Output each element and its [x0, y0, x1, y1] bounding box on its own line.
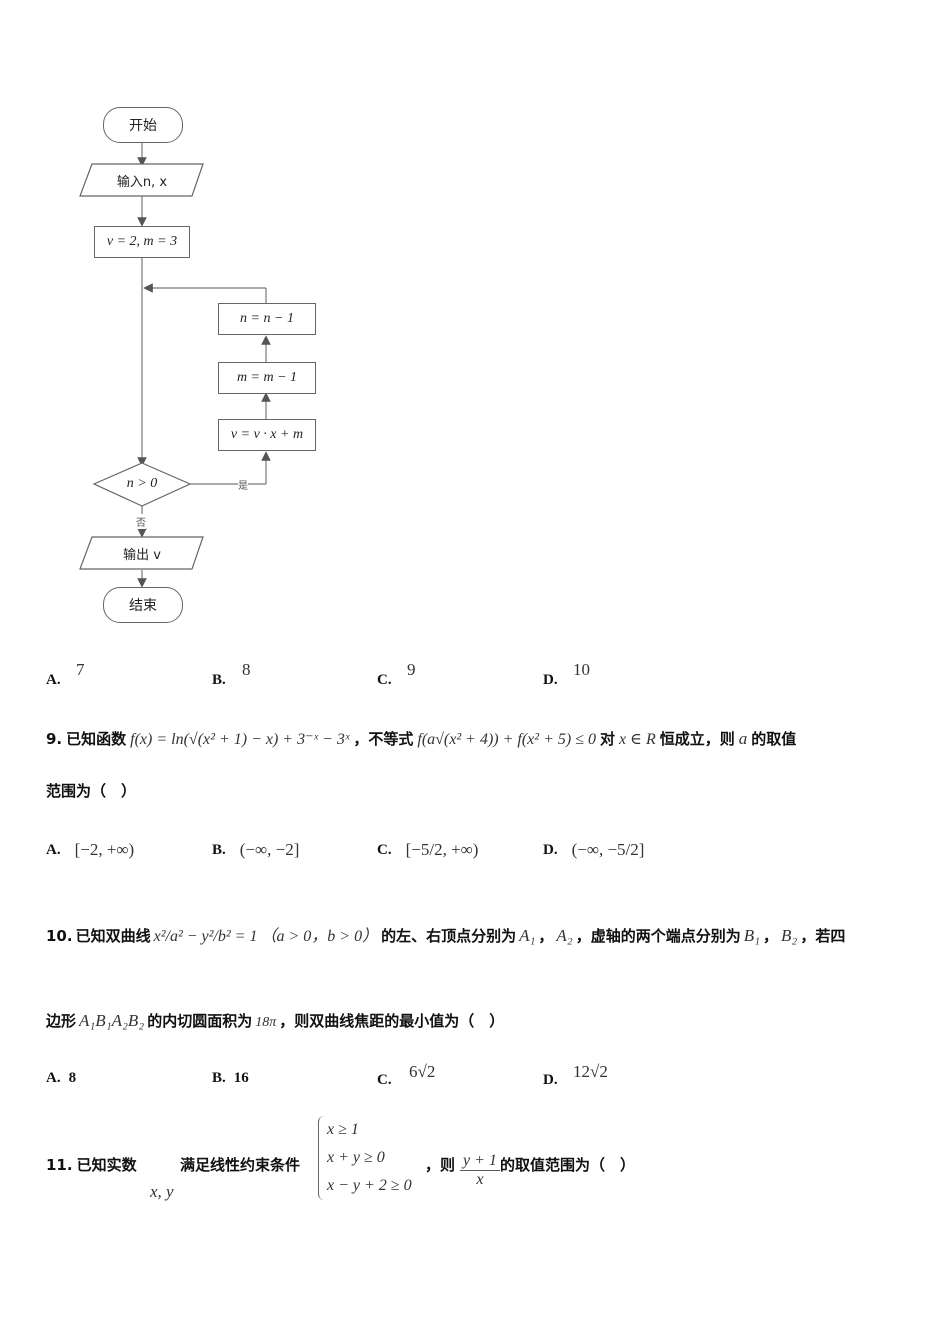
q10-equation: x²/a² − y²/b² = 1 [153, 928, 258, 945]
q11-frac-den: x [476, 1171, 484, 1188]
yes-label: 是 [238, 477, 248, 492]
q10-text6: 的内切圆面积为 [147, 1012, 253, 1030]
q11-text3: ，则 [425, 1156, 456, 1174]
start-terminal: 开始 [103, 107, 183, 143]
q9-text3: 对 [599, 730, 615, 748]
q9-text4: 恒成立，则 [659, 730, 735, 748]
q9-function: f(x) = ln(√(x² + 1) − x) + 3⁻ˣ − 3ˣ [130, 731, 350, 748]
q10-number: 10. [46, 927, 73, 945]
q10-a1: A₁ [519, 926, 536, 945]
q11-vars: x, y [150, 1182, 174, 1201]
q10-text1: 已知双曲线 [75, 927, 151, 945]
constraint-2: x + y ≥ 0 [327, 1149, 385, 1166]
end-terminal: 结束 [103, 587, 183, 623]
q9-number: 9. [46, 730, 63, 748]
q9-text1: 已知函数 [66, 730, 127, 748]
output-box: 输出 v [92, 541, 192, 565]
q11-number: 11. [46, 1156, 73, 1174]
q10-text4: ，若四 [800, 927, 846, 945]
q9-option-c: C. [−5/2, +∞) [377, 840, 479, 859]
q11-text1: 已知实数 [76, 1156, 137, 1174]
q10-text3: ，虚轴的两个端点分别为 [575, 927, 741, 945]
q10-b1: B₁ [743, 926, 761, 945]
q11-text2: 满足线性约束条件 [180, 1156, 301, 1174]
start-label: 开始 [129, 118, 157, 134]
q9-option-b: B. (−∞, −2] [212, 840, 300, 859]
q9-option-d: D. (−∞, −5/2] [543, 840, 645, 859]
q10-text7: ，则双曲线焦距的最小值为（ ） [279, 1012, 505, 1030]
q9-var: a [738, 729, 748, 748]
flowchart-lines [79, 141, 271, 588]
condition-diamond: n > 0 [108, 474, 176, 494]
q10-area: 18π [255, 1015, 277, 1030]
q9-inequality: f(a√(x² + 4)) + f(x² + 5) ≤ 0 [417, 731, 596, 748]
q9-domain: x ∈ R [619, 731, 656, 748]
q11-frac-num: y + 1 [460, 1152, 500, 1171]
q10-option-b: B. 16 [212, 1070, 249, 1086]
step-v-label: v = v · x + m [230, 427, 304, 442]
init-box: v = 2, m = 3 [94, 226, 190, 258]
q10-b2: B₂ [781, 926, 798, 945]
condition-label: n > 0 [126, 476, 158, 491]
q11-fraction: y + 1 x [460, 1152, 500, 1189]
q10-text5: 边形 [46, 1012, 77, 1030]
q10-option-a: A. 8 [46, 1070, 77, 1086]
q9-text5: 的取值 [751, 730, 797, 748]
q9-text6: 范围为（ ） [46, 782, 137, 800]
end-label: 结束 [129, 598, 157, 614]
constraint-1: x ≥ 1 [327, 1121, 359, 1138]
step-m-label: m = m − 1 [236, 370, 298, 385]
q9-option-a: A. [−2, +∞) [46, 840, 135, 859]
step-n-box: n = n − 1 [218, 303, 316, 335]
q11-text4: 的取值范围为（ ） [500, 1156, 636, 1174]
step-m-box: m = m − 1 [218, 362, 316, 394]
init-label: v = 2, m = 3 [106, 234, 178, 249]
q10-condition: （a > 0，b > 0） [260, 928, 379, 945]
no-label: 否 [136, 514, 146, 529]
step-v-box: v = v · x + m [218, 419, 316, 451]
flowchart: 开始 输入n, x v = 2, m = 3 n = n − 1 m = m −… [0, 0, 340, 640]
q10-text2: 的左、右顶点分别为 [381, 927, 517, 945]
q10-a2: A₂ [556, 926, 573, 945]
input-label: 输入n, x [116, 174, 168, 190]
output-label: 输出 v [123, 547, 161, 563]
q11-constraints: x ≥ 1 x + y ≥ 0 x − y + 2 ≥ 0 [318, 1116, 412, 1200]
q9-text2: ，不等式 [353, 730, 414, 748]
input-box: 输入n, x [92, 168, 192, 192]
q10-quad: A₁B₁A₂B₂ [79, 1011, 145, 1030]
constraint-3: x − y + 2 ≥ 0 [327, 1177, 412, 1194]
step-n-label: n = n − 1 [240, 311, 294, 326]
